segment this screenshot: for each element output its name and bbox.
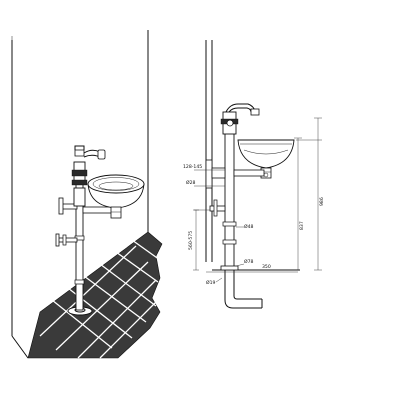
basin-bowl (87, 174, 145, 219)
elevation-basin (237, 139, 295, 179)
dim-wall-offset: 128-145 (183, 164, 202, 170)
perspective-view (11, 30, 163, 359)
elevation-valve (220, 103, 260, 135)
elevation-lower-bracket (209, 199, 226, 217)
dim-overall-height: 986 (319, 197, 325, 206)
dimension-lines (193, 117, 322, 283)
tiled-floor (27, 231, 163, 359)
dim-vertical-range: 560-575 (188, 231, 194, 250)
elevation-floor (212, 265, 300, 271)
elevation-view: 128-145 Ø28 560-575 Ø48 Ø78 Ø19 350 837 … (183, 40, 325, 309)
dim-drain-pipe: Ø19 (206, 279, 216, 286)
elevation-drain (224, 270, 263, 309)
upper-wall-bracket (58, 197, 78, 215)
valve-assembly (71, 145, 106, 207)
dimension-labels: 128-145 Ø28 560-575 Ø48 Ø78 Ø19 350 837 … (183, 164, 325, 286)
section-wall (205, 40, 213, 262)
dim-inlet-pipe: Ø48 (244, 223, 254, 230)
elevation-pipe (222, 131, 237, 271)
dim-base-plate: Ø78 (244, 258, 254, 265)
dim-pipe-size: Ø28 (186, 179, 196, 186)
basin-arm (82, 206, 114, 214)
wall (11, 30, 149, 359)
elevation-arm (205, 159, 265, 189)
dim-basin-height: 837 (299, 221, 305, 230)
lower-wall-bracket (55, 233, 78, 247)
dim-depth: 350 (262, 264, 271, 270)
